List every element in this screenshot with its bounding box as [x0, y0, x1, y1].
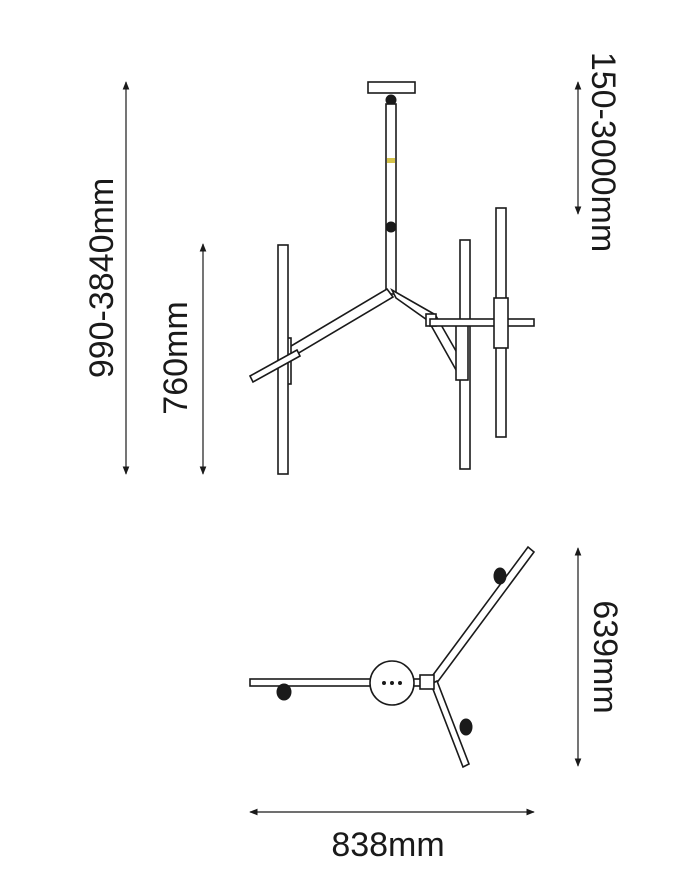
right-crossbar [429, 318, 535, 327]
top-hub-block [419, 674, 435, 690]
downrod [385, 103, 397, 295]
downrod-accent [387, 158, 395, 163]
body-height-label: 760mm [157, 301, 195, 414]
front-view: 990-3840mm 760mm 150-3000mm [83, 52, 622, 475]
left-crossbar [248, 348, 302, 384]
middle-rod-connector [455, 324, 469, 381]
total-height-label: 990-3840mm [83, 178, 121, 378]
ceiling-canopy [367, 81, 416, 94]
top-left-bulb [276, 683, 292, 701]
downrod-joint [385, 221, 397, 233]
top-view: 639mm 838mm [249, 545, 624, 864]
canopy-dot-3 [398, 681, 402, 685]
right-rod-connector [493, 297, 509, 349]
depth-label: 639mm [586, 600, 624, 713]
cable-length-label: 150-3000mm [584, 52, 622, 252]
top-upper-right-bulb [493, 567, 507, 585]
top-lower-right-bulb [459, 718, 473, 736]
left-arm [284, 287, 395, 359]
top-upper-right-arm [428, 545, 536, 686]
canopy-dot-1 [382, 681, 386, 685]
canopy-dot-2 [390, 681, 394, 685]
width-label: 838mm [331, 826, 444, 864]
top-lower-right-arm [429, 679, 471, 769]
